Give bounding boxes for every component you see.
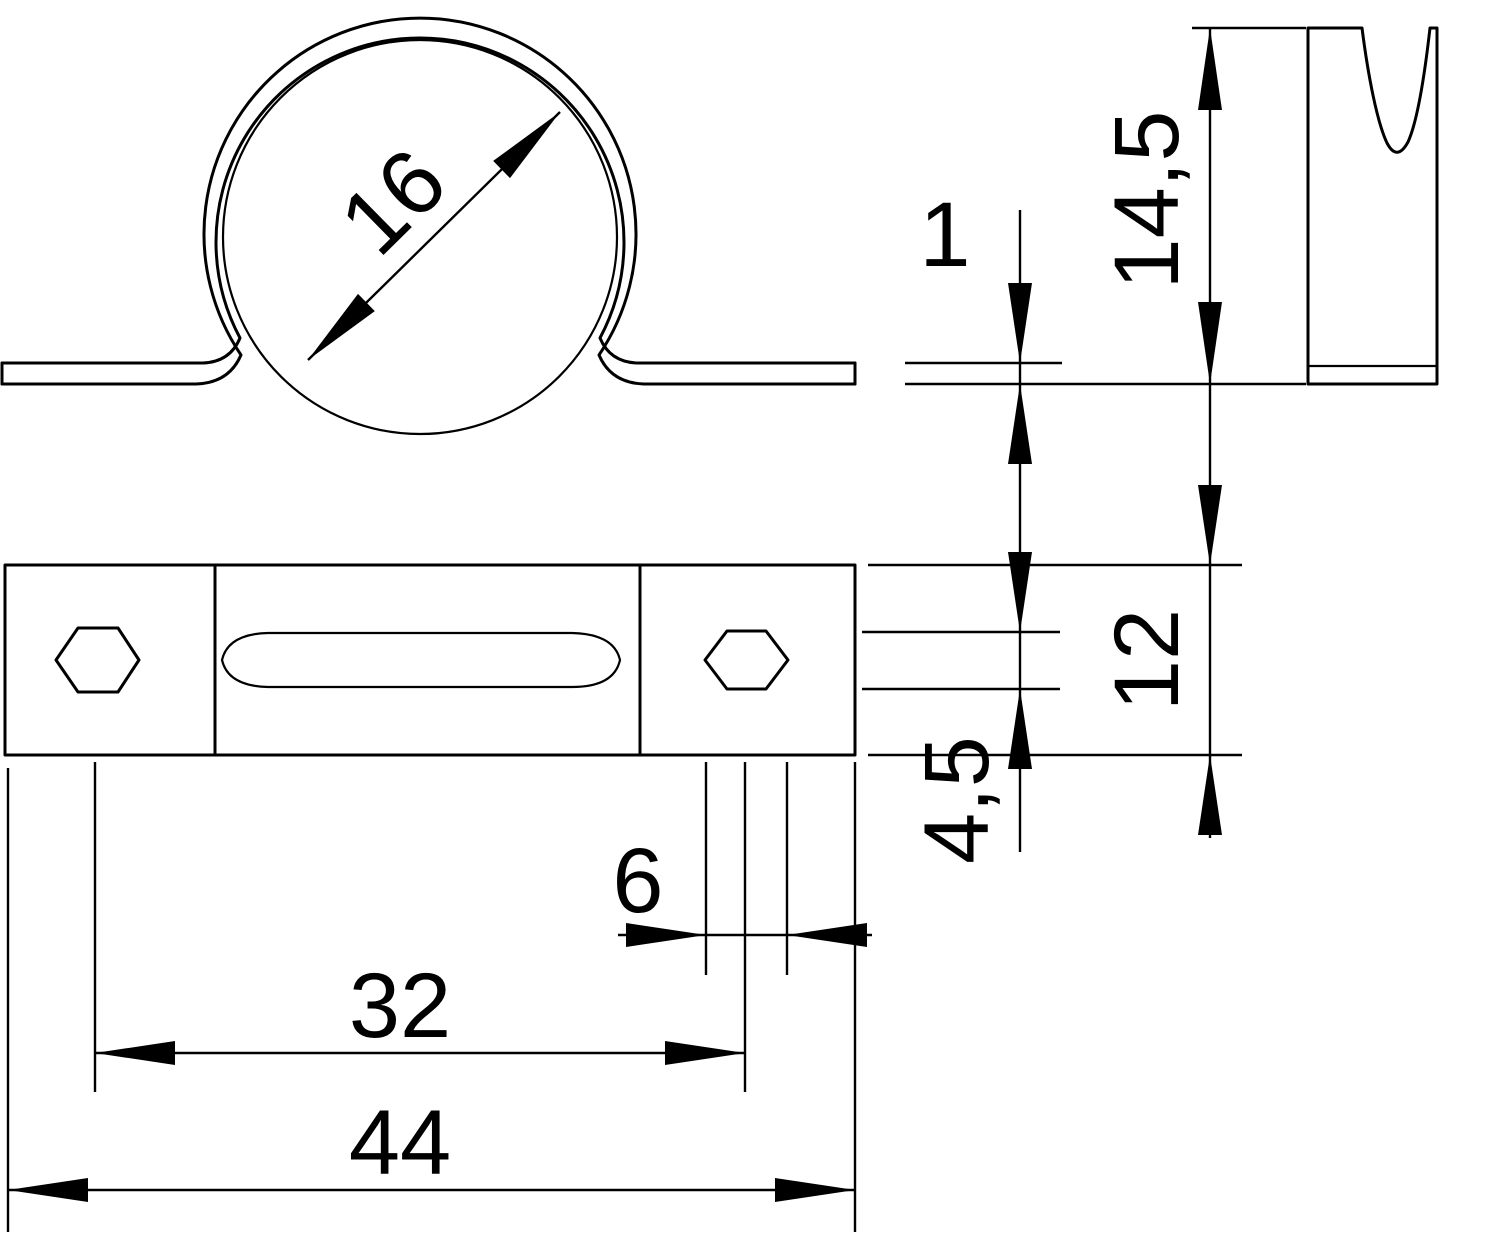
arrowhead-hole-height-lower [1008,689,1032,769]
dim-label-hole-spacing: 32 [349,955,451,1057]
arrowhead-height-bottom [1198,302,1222,384]
dim-overall-length: 44 [6,762,857,1232]
arrowhead-hole-height-upper [1008,552,1032,632]
pipe-outline-circle [221,38,619,436]
plan-view [3,563,857,757]
dim-label-hole-height: 4,5 [906,736,1008,864]
dim-base-width: 12 [868,440,1242,838]
dim-label-clamp-height: 14,5 [1096,110,1198,289]
arrowhead-length-right [775,1178,855,1202]
arrowhead-hole-width-right [787,923,867,947]
dim-label-base-width: 12 [1096,609,1198,711]
dim-clamp-height: 14,5 [1096,26,1306,440]
clamp-band-inner-line [0,36,857,365]
dim-label-hole-width: 6 [612,830,663,932]
arrowhead-thickness-lower [1008,384,1032,464]
hex-hole-right [703,629,790,691]
dim-hole-spacing: 32 [93,762,747,1092]
arrowhead-height-top [1198,28,1222,110]
side-view-outline [1306,26,1439,386]
front-view: 16 [0,16,857,436]
base-strip-outline [3,563,857,757]
arrowhead-width-bottom [1198,755,1222,835]
arrowhead-length-left [8,1178,88,1202]
clamp-band-end-caps [0,361,857,386]
hex-hole-left [54,626,141,694]
center-slot [220,631,622,689]
clamp-band-outer-line [0,16,857,386]
arrowhead-thickness-upper [1008,283,1032,363]
arrowhead-spacing-right [665,1041,745,1065]
arrowhead-diameter-upper [493,112,560,179]
dim-label-pipe-diameter: 16 [321,130,465,274]
dim-label-material-thickness: 1 [919,184,970,286]
dim-material-thickness: 1 [905,184,1306,470]
dim-hole-width: 6 [612,762,872,975]
dim-label-overall-length: 44 [349,1092,451,1194]
side-view [1306,26,1439,386]
dim-pipe-diameter: 16 [307,111,561,361]
dim-hole-height: 4,5 [862,470,1060,864]
arrowhead-diameter-lower [308,293,375,360]
arrowhead-hole-width-left [626,923,706,947]
arrowhead-spacing-left [95,1041,175,1065]
arrowhead-width-top [1198,485,1222,565]
